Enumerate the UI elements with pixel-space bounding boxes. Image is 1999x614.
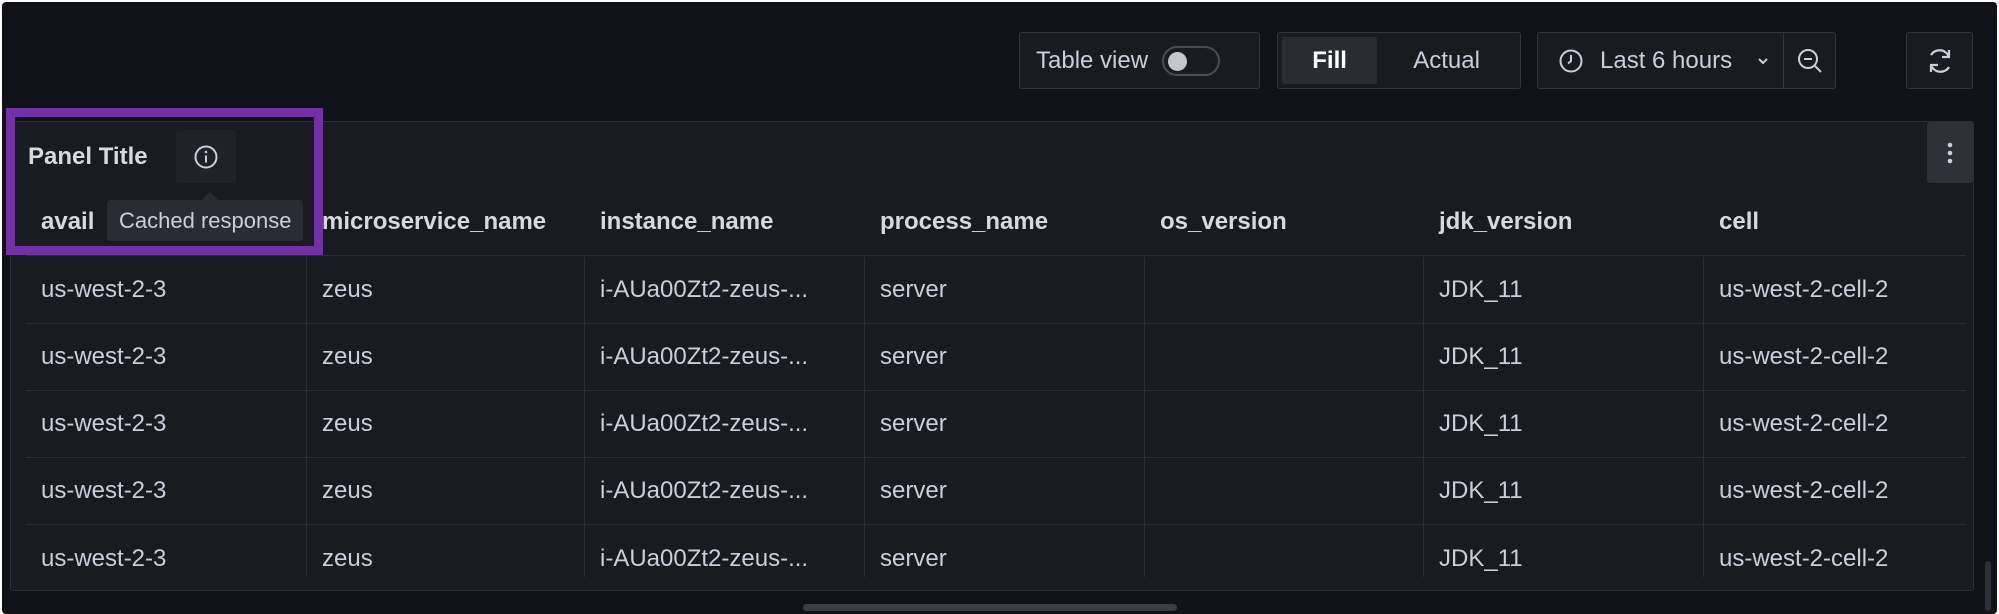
table-cell: JDK_11 <box>1424 324 1704 390</box>
vertical-scrollbar[interactable] <box>1985 561 1991 611</box>
table-cell: us-west-2-cell-2 <box>1719 343 1889 370</box>
time-range-label: Last 6 hours <box>1600 46 1733 74</box>
table-cell: zeus <box>307 257 585 323</box>
actual-button[interactable]: Actual <box>1413 46 1480 74</box>
table-cell: i-AUa00Zt2-zeus-... <box>585 458 865 524</box>
table-cell: zeus <box>307 525 585 577</box>
time-range-picker[interactable]: Last 6 hours <box>1537 32 1836 89</box>
table-view-label: Table view <box>1036 46 1149 74</box>
chevron-down-icon <box>1758 57 1768 64</box>
table-cell <box>1145 525 1424 577</box>
table-cell: us-west-2-3 <box>26 324 307 390</box>
table-cell: i-AUa00Zt2-zeus-... <box>585 257 865 323</box>
column-header[interactable]: microservice_name <box>322 208 547 235</box>
table-cell: zeus <box>307 391 585 457</box>
table-cell: server <box>865 324 1145 390</box>
table-cell: JDK_11 <box>1424 257 1704 323</box>
table-cell: JDK_11 <box>1424 391 1704 457</box>
table-cell: server <box>865 257 1145 323</box>
toggle-switch[interactable] <box>1162 45 1221 76</box>
table-cell: us-west-2-cell-2 <box>1719 276 1889 303</box>
table-cell: zeus <box>307 324 585 390</box>
clock-icon <box>1559 49 1583 72</box>
table-cell: us-west-2-3 <box>26 525 307 577</box>
table-cell <box>1145 391 1424 457</box>
info-icon <box>194 145 218 168</box>
table-cell: us-west-2-3 <box>26 458 307 524</box>
column-header[interactable]: cell <box>1719 208 1760 235</box>
zoom-out-button[interactable] <box>1783 33 1835 88</box>
table-cell <box>1145 458 1424 524</box>
table-cell <box>1145 257 1424 323</box>
panel-menu-button[interactable] <box>1927 122 1973 183</box>
table-cell: i-AUa00Zt2-zeus-... <box>585 324 865 390</box>
more-vertical-icon <box>1947 142 1953 163</box>
table-panel: Panel Title Cached response avail micros… <box>10 121 1974 591</box>
column-header[interactable]: jdk_version <box>1439 208 1573 235</box>
zoom-out-icon <box>1797 48 1822 73</box>
table-cell: server <box>865 458 1145 524</box>
info-button[interactable] <box>176 130 236 183</box>
table-cell: server <box>865 391 1145 457</box>
table-cell: JDK_11 <box>1424 458 1704 524</box>
fill-button[interactable]: Fill <box>1282 37 1378 84</box>
table-header: avail microservice_name instance_name pr… <box>26 189 1966 256</box>
table-cell: us-west-2-cell-2 <box>1719 477 1889 504</box>
column-header[interactable]: instance_name <box>600 208 774 235</box>
fill-actual-switch: Fill Actual <box>1277 32 1521 89</box>
table-cell: i-AUa00Zt2-zeus-... <box>585 391 865 457</box>
column-header[interactable]: avail <box>41 208 95 235</box>
table-cell: JDK_11 <box>1424 525 1704 577</box>
table-cell: us-west-2-3 <box>26 257 307 323</box>
table-cell: us-west-2-3 <box>26 391 307 457</box>
table-cell: us-west-2-cell-2 <box>1719 410 1889 437</box>
cached-response-tooltip: Cached response <box>107 192 304 241</box>
refresh-icon <box>1929 48 1950 73</box>
table-view-toggle[interactable]: Table view <box>1019 32 1260 89</box>
table-cell: us-west-2-cell-2 <box>1719 545 1889 572</box>
table-cell: server <box>865 525 1145 577</box>
horizontal-scrollbar[interactable] <box>803 604 1177 611</box>
refresh-button[interactable] <box>1906 32 1973 89</box>
column-header[interactable]: os_version <box>1160 208 1287 235</box>
highlight-box <box>6 108 323 255</box>
table-cell: zeus <box>307 458 585 524</box>
table-cell <box>1145 324 1424 390</box>
panel-title: Panel Title <box>28 143 148 170</box>
table-cell: i-AUa00Zt2-zeus-... <box>585 525 865 577</box>
column-header[interactable]: process_name <box>880 208 1049 235</box>
